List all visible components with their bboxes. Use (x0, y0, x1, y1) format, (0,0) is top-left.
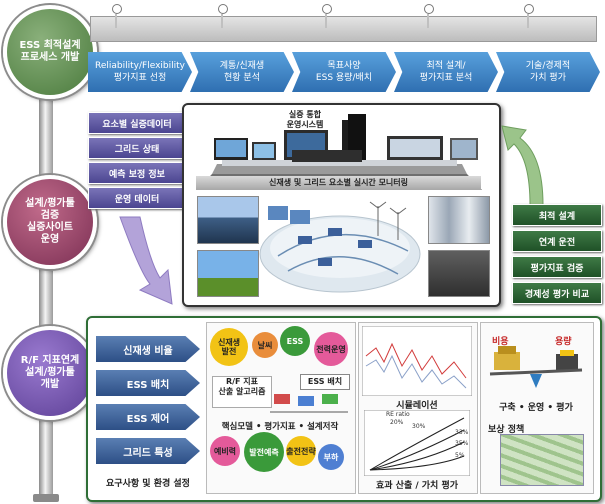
process-step: 기술/경제적 가치 평가 (496, 52, 600, 92)
placement-diagram (270, 394, 348, 413)
output-label: 경제성 평가 비교 (524, 289, 590, 300)
output-item: 평가지표 검증 (512, 256, 602, 278)
wind-farm-photo (197, 250, 259, 297)
gear-output-strategy: 출전전략 (286, 436, 316, 466)
flow-arrow-up (501, 125, 544, 206)
lifecycle-caption: 구축 • 운영 • 평가 (499, 403, 573, 413)
stage-label: R/F 지표연계 설계/평가툴 개발 (20, 355, 80, 390)
requirement-item: ESS 제어 (96, 404, 200, 430)
compensation-caption: 보상 정책 (488, 425, 525, 435)
gear-load: 부하 (318, 444, 344, 470)
gear-power-operation: 전력운영 (314, 332, 348, 366)
output-item: 경제성 평가 비교 (512, 282, 602, 304)
process-step: 최적 설계/ 평가지표 분석 (394, 52, 498, 92)
curve-tick: 35% (455, 440, 469, 447)
curve-tick: 33% (455, 429, 469, 436)
stage-label: ESS 최적설계 프로세스 개발 (19, 40, 81, 63)
process-step-label: 목표사양 ESS 용량/배치 (315, 61, 373, 83)
output-item: 연계 운전 (512, 230, 602, 252)
process-step-label: 계통/신재생 현황 분석 (219, 61, 265, 83)
rf-algorithm-box: R/F 지표 산출 알고리즘 (212, 376, 272, 408)
grid-network-illustration (259, 201, 421, 293)
requirements-caption: 요구사항 및 환경 설정 (106, 479, 190, 489)
input-data-item: 그리드 상태 (88, 137, 186, 159)
rail-pin (524, 4, 534, 28)
process-step-label: 최적 설계/ 평가지표 분석 (419, 61, 473, 83)
rail-pin (218, 4, 228, 28)
stage-circle-2: 설계/평가툴 검증 실증사이트 운영 (3, 175, 97, 269)
process-step: 계통/신재생 현황 분석 (190, 52, 294, 92)
gear-forecast: 발전예측 (244, 432, 284, 472)
flow-arrow-down (119, 216, 173, 305)
input-data-label: 그리드 상태 (114, 144, 160, 155)
core-model-caption: 핵심모델 • 평가지표 • 설계저작 (221, 422, 339, 432)
monitoring-platform (197, 114, 482, 190)
output-label: 평가지표 검증 (530, 263, 584, 274)
generator-photo (428, 250, 490, 297)
curve-tick: 5% (455, 452, 465, 459)
input-data-item: 운영 데이터 (88, 187, 186, 209)
integrated-system-label: 실증 통합 운영시스템 (286, 110, 324, 129)
input-data-item: 요소별 실증데이터 (88, 112, 186, 134)
rail-pin (322, 4, 332, 28)
curve-tick: 30% (412, 423, 426, 430)
requirement-item: ESS 배치 (96, 370, 200, 396)
input-data-label: 요소별 실증데이터 (102, 119, 172, 130)
simulation-label: 시뮬레이션 (396, 401, 438, 411)
ess-battery-photo (428, 196, 490, 244)
requirement-label: ESS 제어 (126, 413, 170, 425)
benefit-label: 비용 (492, 337, 509, 347)
evaluation-caption: 효과 산출 / 가치 평가 (375, 481, 459, 491)
requirement-label: 그리드 특성 (123, 447, 173, 459)
gear-renewable: 신재생 발전 (210, 328, 248, 366)
balance-scale (489, 346, 583, 388)
stage-label: 설계/평가툴 검증 실증사이트 운영 (25, 198, 75, 245)
process-step-label: Reliability/Flexibility 평가지표 선정 (95, 61, 185, 83)
process-step: Reliability/Flexibility 평가지표 선정 (88, 52, 192, 92)
process-step-label: 기술/경제적 가치 평가 (525, 61, 571, 83)
process-rail (90, 16, 597, 42)
stage-circle-1: ESS 최적설계 프로세스 개발 (3, 5, 97, 99)
requirement-label: 신재생 비율 (123, 345, 173, 357)
requirement-item: 신재생 비율 (96, 336, 200, 362)
input-data-label: 예측 보정 정보 (109, 169, 165, 180)
solar-panel-photo (197, 196, 259, 244)
monitoring-banner: 신재생 및 그리드 요소별 실시간 모니터링 (196, 176, 481, 190)
output-label: 최적 설계 (538, 211, 576, 222)
input-data-item: 예측 보정 정보 (88, 162, 186, 184)
input-data-label: 운영 데이터 (114, 194, 160, 205)
process-step: 목표사양 ESS 용량/배치 (292, 52, 396, 92)
output-label: 연계 운전 (538, 237, 576, 248)
rail-pin (112, 4, 122, 28)
gear-weather: 날씨 (252, 332, 278, 358)
ess-placement-box: ESS 배치 (300, 374, 350, 390)
gear-ess: ESS (280, 326, 310, 356)
requirement-item: 그리드 특성 (96, 438, 200, 464)
output-item: 최적 설계 (512, 204, 602, 226)
cost-label: 용량 (555, 337, 572, 347)
gear-reserve: 예비력 (210, 436, 240, 466)
re-ratio-curves (364, 410, 470, 476)
money-pile-photo (500, 434, 584, 486)
curve-tick: 20% (390, 419, 404, 426)
requirement-label: ESS 배치 (126, 379, 170, 391)
simulation-chart (362, 326, 472, 396)
stage-circle-3: R/F 지표연계 설계/평가툴 개발 (3, 326, 97, 420)
curve-header: RE ratio (386, 411, 410, 418)
timeline-pole-base (33, 494, 59, 502)
rail-pin (424, 4, 434, 28)
